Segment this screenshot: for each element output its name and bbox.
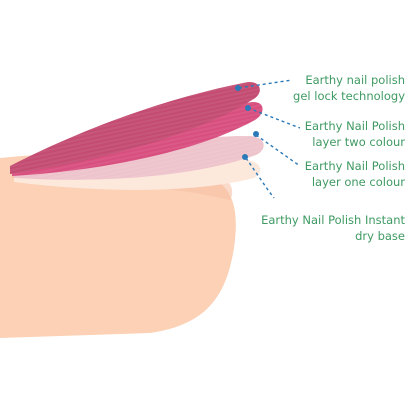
marker-dot-gel-lock [235, 85, 241, 91]
marker-dot-dry-base [242, 154, 248, 160]
marker-dot-layer-two [245, 105, 251, 111]
label-gel-lock: Earthy nail polish gel lock technology [293, 72, 405, 104]
leader-line-layer-one [255, 134, 301, 167]
label-gel-lock-line-2: gel lock technology [293, 89, 405, 103]
leader-line-gel-lock [238, 79, 293, 89]
label-dry-base-line-2: dry base [355, 229, 405, 243]
label-layer-two-line-2: layer two colour [312, 135, 405, 149]
label-gel-lock-line-1: Earthy nail polish [305, 73, 405, 87]
label-layer-one: Earthy Nail Polish layer one colour [305, 158, 405, 190]
label-layer-one-line-1: Earthy Nail Polish [304, 159, 405, 173]
label-dry-base-line-1: Earthy Nail Polish Instant [261, 213, 405, 227]
label-dry-base: Earthy Nail Polish Instant dry base [261, 212, 405, 244]
leader-line-dry-base [245, 157, 275, 199]
marker-dot-layer-one [253, 131, 259, 137]
label-layer-one-line-2: layer one colour [311, 175, 405, 189]
label-layer-two: Earthy Nail Polish layer two colour [305, 118, 405, 150]
label-layer-two-line-1: Earthy Nail Polish [304, 119, 405, 133]
finger-shape [0, 154, 236, 338]
